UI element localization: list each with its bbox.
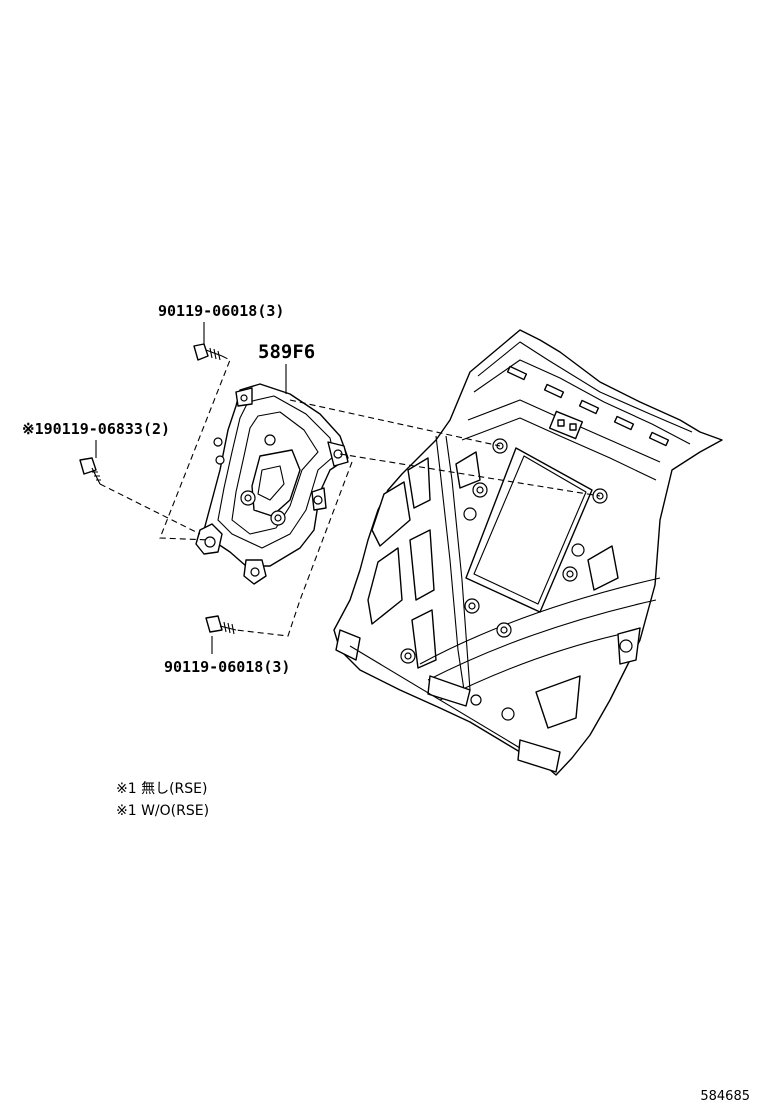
bolt-top-label: 90119-06018(3)	[158, 302, 285, 320]
bolt-bottom-icon	[205, 615, 237, 635]
body-panel	[333, 329, 723, 776]
leader-lines	[95, 322, 287, 654]
panel-holes	[400, 438, 633, 721]
note-jp: ※1 無し(RSE)	[116, 781, 208, 797]
bracket-589F6	[195, 383, 349, 585]
bolt-left-label: ※190119-06833(2)	[22, 420, 171, 438]
note-en: ※1 W/O(RSE)	[116, 803, 210, 819]
part-589F6-label: 589F6	[258, 341, 316, 363]
assembly-dashed-lines	[99, 355, 601, 637]
bolt-left-icon	[79, 457, 101, 485]
bolt-bottom-label: 90119-06018(3)	[164, 658, 291, 676]
figure-number: 584685	[700, 1089, 750, 1104]
bolt-top-icon	[193, 343, 223, 361]
